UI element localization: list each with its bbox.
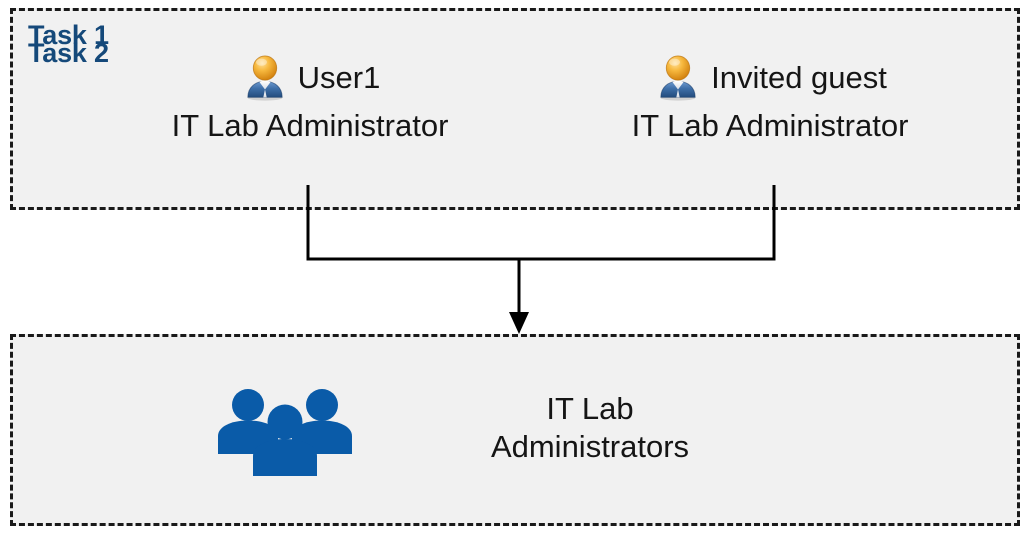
person-user1-role: IT Lab Administrator bbox=[171, 108, 449, 143]
person-user1-name: User1 bbox=[297, 59, 381, 95]
group-name: IT Lab Administrators bbox=[380, 390, 800, 466]
people-group-icon bbox=[212, 386, 358, 478]
down-arrow-icon bbox=[509, 312, 529, 334]
group-name-line-1: IT Lab bbox=[546, 391, 634, 426]
group-name-line-2: Administrators bbox=[490, 428, 690, 464]
user-person-icon bbox=[240, 52, 290, 102]
task-2-label: Task 2 bbox=[28, 38, 109, 68]
person-guest-header: Invited guest bbox=[590, 50, 950, 104]
task-2-container bbox=[10, 334, 1020, 526]
person-user1-header: User1 bbox=[130, 50, 490, 104]
user-person-icon bbox=[653, 52, 703, 102]
task-1-label: Task 1 bbox=[28, 20, 109, 50]
task-1-container bbox=[10, 8, 1020, 210]
person-entry-user1: User1 IT Lab Administrator bbox=[130, 50, 490, 141]
person-guest-name: Invited guest bbox=[711, 59, 887, 95]
person-guest-role: IT Lab Administrator bbox=[631, 108, 909, 143]
person-entry-invited-guest: Invited guest IT Lab Administrator bbox=[590, 50, 950, 141]
